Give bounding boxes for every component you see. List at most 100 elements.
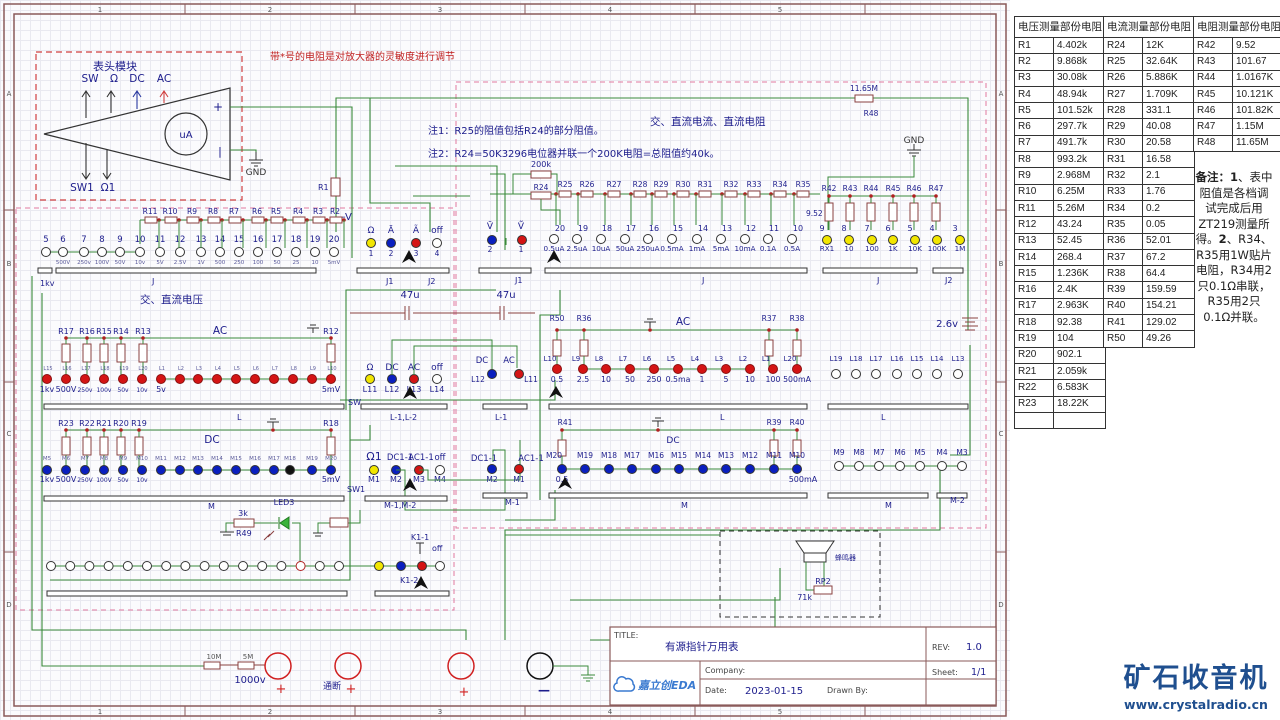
switch-contact[interactable] — [692, 234, 702, 244]
switch-contact[interactable] — [673, 364, 683, 374]
switch-contact[interactable] — [46, 561, 56, 571]
switch-contact[interactable] — [61, 374, 71, 384]
switch-contact[interactable] — [269, 465, 279, 475]
switch-contact[interactable] — [199, 561, 210, 571]
switch-contact[interactable] — [697, 364, 707, 374]
switch-contact[interactable] — [97, 247, 107, 257]
switch-contact[interactable] — [231, 374, 241, 384]
switch-contact[interactable] — [549, 234, 559, 244]
selector-contact[interactable] — [374, 561, 384, 571]
switch-contact[interactable] — [740, 234, 750, 244]
switch-contact[interactable] — [307, 465, 317, 475]
switch-contact[interactable] — [175, 374, 185, 384]
jack-1000v[interactable] — [264, 652, 292, 680]
switch-contact[interactable] — [250, 374, 260, 384]
selector-contact[interactable] — [369, 465, 379, 475]
switch-contact[interactable] — [831, 369, 841, 379]
switch-contact[interactable] — [912, 369, 922, 379]
switch-contact[interactable] — [763, 234, 773, 244]
jack-continuity[interactable] — [334, 652, 362, 680]
switch-contact[interactable] — [58, 247, 68, 257]
selector-contact[interactable] — [435, 465, 445, 475]
selector-contact[interactable] — [396, 561, 406, 571]
switch-contact[interactable] — [932, 369, 942, 379]
switch-contact[interactable] — [175, 247, 185, 257]
switch-contact[interactable] — [257, 561, 268, 571]
switch-contact[interactable] — [627, 464, 637, 474]
switch-contact[interactable] — [180, 561, 191, 571]
switch-contact[interactable] — [792, 464, 802, 474]
switch-contact[interactable] — [42, 465, 52, 475]
switch-contact[interactable] — [288, 374, 298, 384]
switch-contact[interactable] — [155, 247, 165, 257]
switch-contact[interactable] — [161, 561, 172, 571]
ohm-contact[interactable] — [844, 235, 854, 245]
switch-contact[interactable] — [578, 364, 588, 374]
switch-contact[interactable] — [307, 374, 317, 384]
switch-contact[interactable] — [61, 465, 71, 475]
selector-contact[interactable] — [386, 238, 396, 248]
switch-contact[interactable] — [272, 247, 282, 257]
switch-contact[interactable] — [643, 234, 653, 244]
switch-contact[interactable] — [937, 461, 947, 471]
switch-contact[interactable] — [915, 461, 925, 471]
switch-contact[interactable] — [79, 247, 89, 257]
ohm-contact[interactable] — [888, 235, 898, 245]
switch-contact[interactable] — [326, 374, 336, 384]
switch-contact[interactable] — [716, 234, 726, 244]
switch-contact[interactable] — [334, 561, 344, 571]
switch-contact[interactable] — [269, 374, 279, 384]
switch-contact[interactable] — [42, 374, 52, 384]
switch-contact[interactable] — [768, 364, 778, 374]
switch-contact[interactable] — [580, 464, 590, 474]
switch-contact[interactable] — [851, 369, 861, 379]
switch-contact[interactable] — [874, 461, 884, 471]
selector-contact[interactable] — [487, 235, 497, 245]
switch-contact[interactable] — [674, 464, 684, 474]
selector-contact[interactable] — [387, 374, 397, 384]
switch-contact[interactable] — [552, 364, 562, 374]
switch-contact[interactable] — [115, 247, 125, 257]
switch-contact[interactable] — [253, 247, 263, 257]
switch-contact[interactable] — [234, 247, 244, 257]
switch-contact[interactable] — [137, 465, 147, 475]
switch-contact[interactable] — [745, 464, 755, 474]
switch-contact[interactable] — [156, 374, 166, 384]
switch-contact[interactable] — [721, 464, 731, 474]
selector-contact[interactable] — [517, 235, 527, 245]
switch-contact[interactable] — [118, 374, 128, 384]
switch-contact[interactable] — [787, 234, 797, 244]
jack-current[interactable] — [447, 652, 475, 680]
switch-contact[interactable] — [957, 461, 967, 471]
switch-contact[interactable] — [854, 461, 864, 471]
switch-contact[interactable] — [196, 247, 206, 257]
switch-contact[interactable] — [218, 561, 229, 571]
ohm-contact[interactable] — [910, 235, 920, 245]
switch-contact[interactable] — [895, 461, 905, 471]
switch-contact[interactable] — [953, 369, 963, 379]
switch-contact[interactable] — [285, 465, 295, 475]
switch-contact[interactable] — [212, 465, 222, 475]
selector-contact[interactable] — [487, 369, 497, 379]
selector-contact[interactable] — [514, 369, 524, 379]
switch-contact[interactable] — [745, 364, 755, 374]
switch-contact[interactable] — [250, 465, 260, 475]
switch-contact[interactable] — [667, 234, 677, 244]
switch-contact[interactable] — [193, 374, 203, 384]
switch-contact[interactable] — [142, 561, 152, 571]
switch-contact[interactable] — [698, 464, 708, 474]
switch-contact[interactable] — [326, 465, 336, 475]
selector-contact[interactable] — [432, 374, 442, 384]
switch-contact[interactable] — [596, 234, 606, 244]
switch-contact[interactable] — [871, 369, 881, 379]
switch-contact[interactable] — [103, 561, 114, 571]
switch-contact[interactable] — [212, 374, 222, 384]
switch-contact[interactable] — [99, 465, 109, 475]
switch-contact[interactable] — [310, 247, 320, 257]
switch-contact[interactable] — [314, 561, 325, 571]
switch-contact[interactable] — [649, 364, 659, 374]
ohm-contact[interactable] — [822, 235, 832, 245]
selector-contact[interactable] — [514, 464, 524, 474]
switch-contact[interactable] — [135, 247, 145, 257]
ohm-contact[interactable] — [955, 235, 965, 245]
